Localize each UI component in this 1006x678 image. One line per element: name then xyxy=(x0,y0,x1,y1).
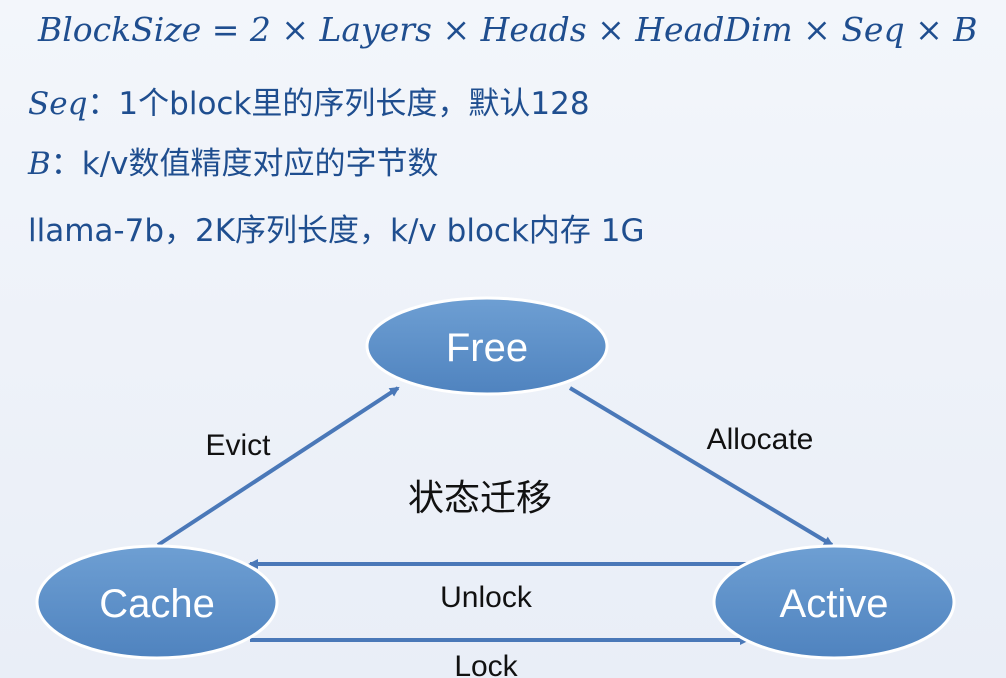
b-symbol: B xyxy=(28,146,51,182)
node-cache-shape xyxy=(35,544,279,660)
node-cache: Cache xyxy=(35,544,279,660)
formula-rhs: = 2 × Layers × Heads × HeadDim × Seq × B xyxy=(211,10,978,49)
b-definition: B：k/v数值精度对应的字节数 xyxy=(28,138,439,183)
node-active: Active xyxy=(712,544,956,660)
edge-allocate-label: Allocate xyxy=(707,423,814,456)
seq-symbol: Seq xyxy=(28,86,88,122)
edge-lock-label: Lock xyxy=(454,650,518,678)
node-free-shape xyxy=(365,296,609,396)
seq-text: ：1个block里的序列长度，默认128 xyxy=(87,86,590,122)
seq-definition: Seq：1个block里的序列长度，默认128 xyxy=(28,78,590,123)
diagram-title: 状态迁移 xyxy=(408,478,552,519)
node-cache-label: Cache xyxy=(99,582,215,626)
block-size-formula: BlockSize = 2 × Layers × Heads × HeadDim… xyxy=(38,10,977,49)
node-active-label: Active xyxy=(780,582,889,626)
edge-evict-label: Evict xyxy=(205,429,271,462)
node-free: Free xyxy=(365,296,609,396)
node-free-label: Free xyxy=(446,326,528,370)
edge-unlock-label: Unlock xyxy=(440,581,533,614)
edge-evict-arrow xyxy=(156,386,400,547)
node-active-shape xyxy=(712,544,956,660)
edge-allocate-arrow xyxy=(568,386,834,547)
b-text: ：k/v数值精度对应的字节数 xyxy=(50,146,439,182)
llama-example: llama-7b，2K序列长度，k/v block内存 1G xyxy=(28,213,645,249)
formula-lhs: BlockSize xyxy=(38,10,202,49)
